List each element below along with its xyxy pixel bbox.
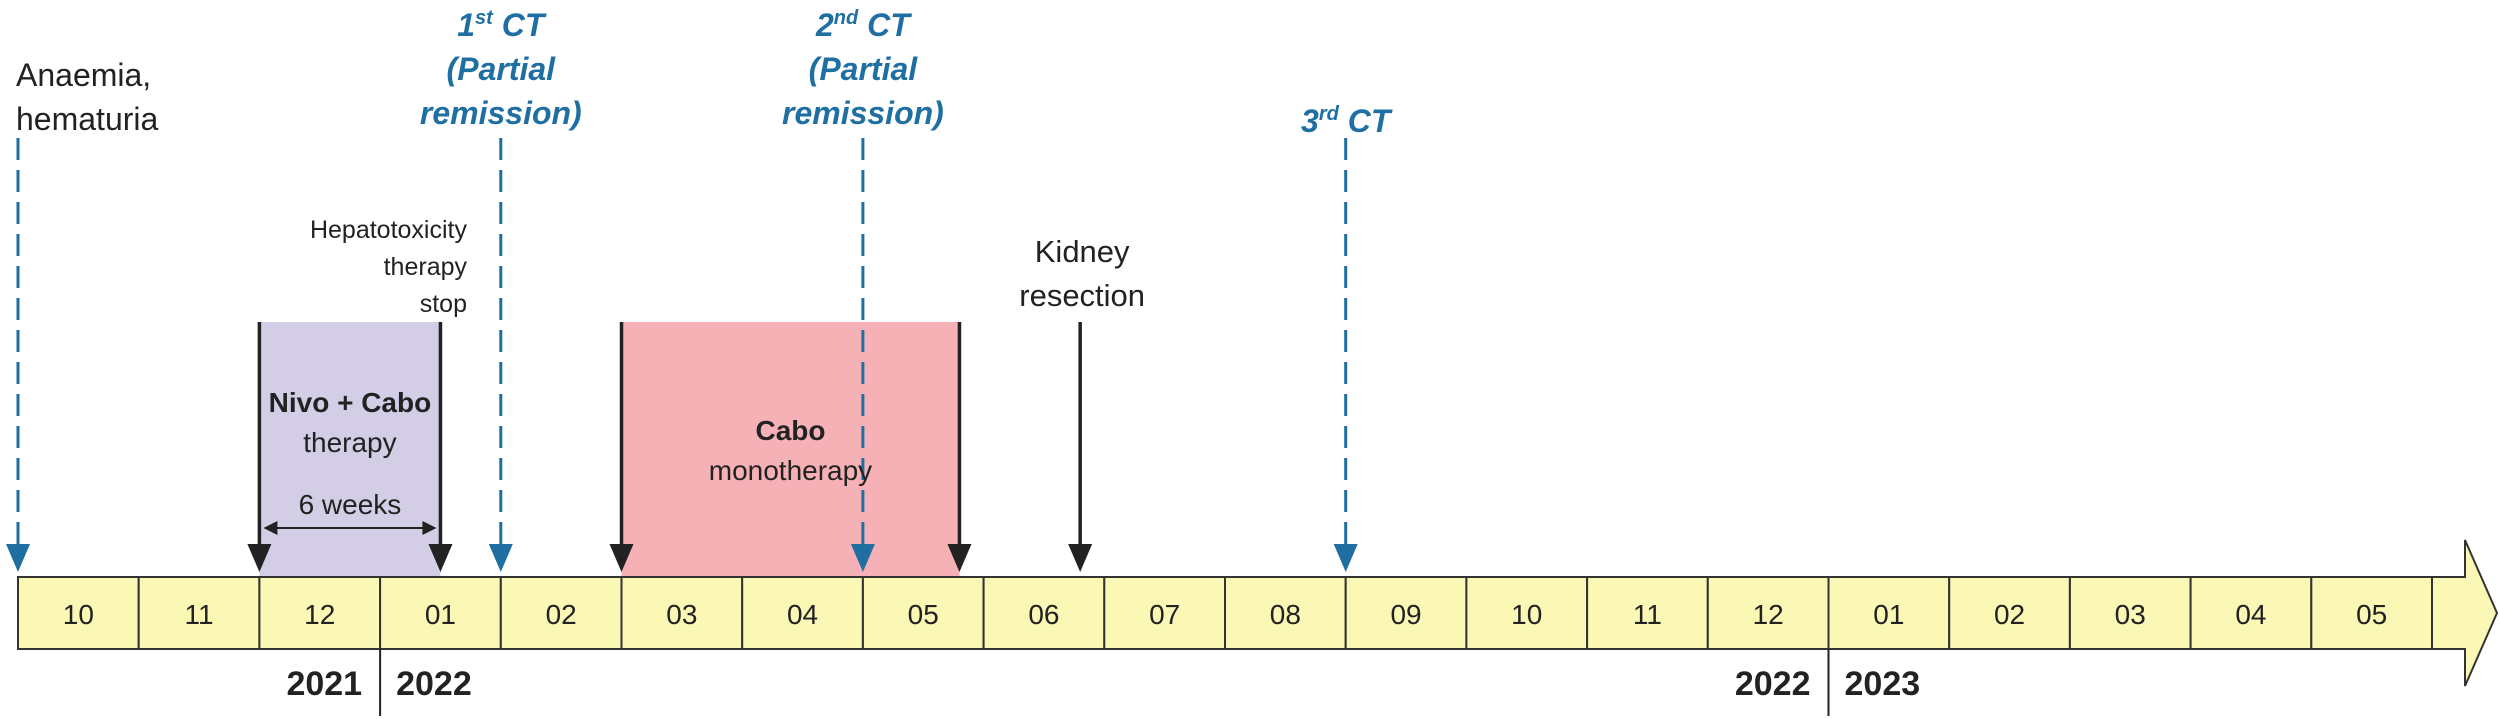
month-cell [258, 576, 382, 650]
month-label: 12 [1753, 599, 1784, 630]
cabo-monotherapy-period-title: Cabo [755, 415, 825, 446]
year-label: 2021 [286, 665, 362, 703]
month-cell [741, 576, 864, 650]
second-ct-arrowhead [850, 544, 875, 572]
month-label: 11 [185, 599, 214, 630]
month-label: 10 [63, 599, 94, 630]
cabo-start-arrowhead [609, 544, 634, 572]
nivo-cabo-therapy-period-duration-label: 6 weeks [299, 489, 402, 520]
kidney-resection-arrowhead [1068, 544, 1093, 572]
month-cell [1344, 576, 1468, 650]
month-cell [1827, 576, 1951, 650]
third-ct-arrowhead [1333, 544, 1358, 572]
month-cell [982, 576, 1106, 650]
month-label: 05 [908, 599, 939, 630]
month-cell [1948, 576, 2071, 650]
month-label: 12 [304, 599, 335, 630]
hepatotoxicity-therapy-stop-label: Hepatotoxicity [310, 216, 468, 244]
first-ct-arrowhead [488, 544, 513, 572]
kidney-resection-label: Kidney [1035, 234, 1130, 269]
year-label: 2022 [396, 665, 472, 703]
hepatotoxicity-therapy-stop-label: therapy [384, 253, 468, 281]
anaemia-hematuria-label: Anaemia, [16, 57, 151, 93]
month-cell [137, 576, 261, 650]
month-cell [1465, 576, 1589, 650]
nivo-cabo-therapy-period-subtitle: therapy [303, 427, 396, 458]
second-ct-note: remission) [782, 95, 944, 131]
month-cell [1224, 576, 1347, 650]
month-cell [861, 576, 985, 650]
month-label: 01 [425, 599, 456, 630]
month-cell [2310, 576, 2434, 650]
month-cell [499, 576, 623, 650]
year-label: 2023 [1845, 665, 1921, 703]
month-label: 10 [1511, 599, 1542, 630]
cabo-monotherapy-period [621, 322, 960, 577]
month-cell [2068, 576, 2192, 650]
duration-arrowhead-left [263, 521, 278, 535]
second-ct-label: 2nd CT [815, 7, 912, 43]
first-ct-note: (Partial [447, 51, 557, 87]
month-cell [1706, 576, 1830, 650]
anaemia-hematuria-arrowhead [6, 544, 30, 572]
month-cell [1103, 576, 1227, 650]
year-label: 2022 [1735, 665, 1811, 703]
month-cell [17, 576, 140, 650]
nivo-cabo-therapy-period-title: Nivo + Cabo [269, 387, 432, 418]
duration-arrowhead-right [422, 521, 437, 535]
month-label: 09 [1390, 599, 1421, 630]
hepatotoxicity-therapy-stop-arrowhead [428, 544, 453, 572]
month-label: 03 [666, 599, 697, 630]
hepatotoxicity-therapy-stop-label: stop [420, 290, 467, 318]
month-label: 08 [1270, 599, 1301, 630]
month-label: 06 [1028, 599, 1059, 630]
month-label: 01 [1873, 599, 1904, 630]
month-label: 07 [1149, 599, 1180, 630]
month-label: 02 [546, 599, 577, 630]
nivo-cabo-start-arrowhead [247, 544, 272, 572]
month-label: 04 [787, 599, 818, 630]
cabo-stop-arrowhead [947, 544, 972, 572]
month-cell [1586, 576, 1709, 650]
anaemia-hematuria-label: hematuria [16, 101, 159, 137]
third-ct-label: 3rd CT [1301, 103, 1393, 139]
kidney-resection-label: resection [1019, 278, 1145, 313]
month-label: 02 [1994, 599, 2025, 630]
month-label: 05 [2356, 599, 2387, 630]
first-ct-label: 1st CT [457, 7, 547, 43]
second-ct-note: (Partial [809, 51, 919, 87]
nivo-cabo-therapy-period [259, 322, 441, 577]
month-cell [379, 576, 502, 650]
cabo-monotherapy-period-subtitle: monotherapy [709, 455, 872, 486]
month-label: 11 [1633, 599, 1662, 630]
month-label: 04 [2235, 599, 2266, 630]
first-ct-note: remission) [420, 95, 582, 131]
month-label: 03 [2115, 599, 2146, 630]
